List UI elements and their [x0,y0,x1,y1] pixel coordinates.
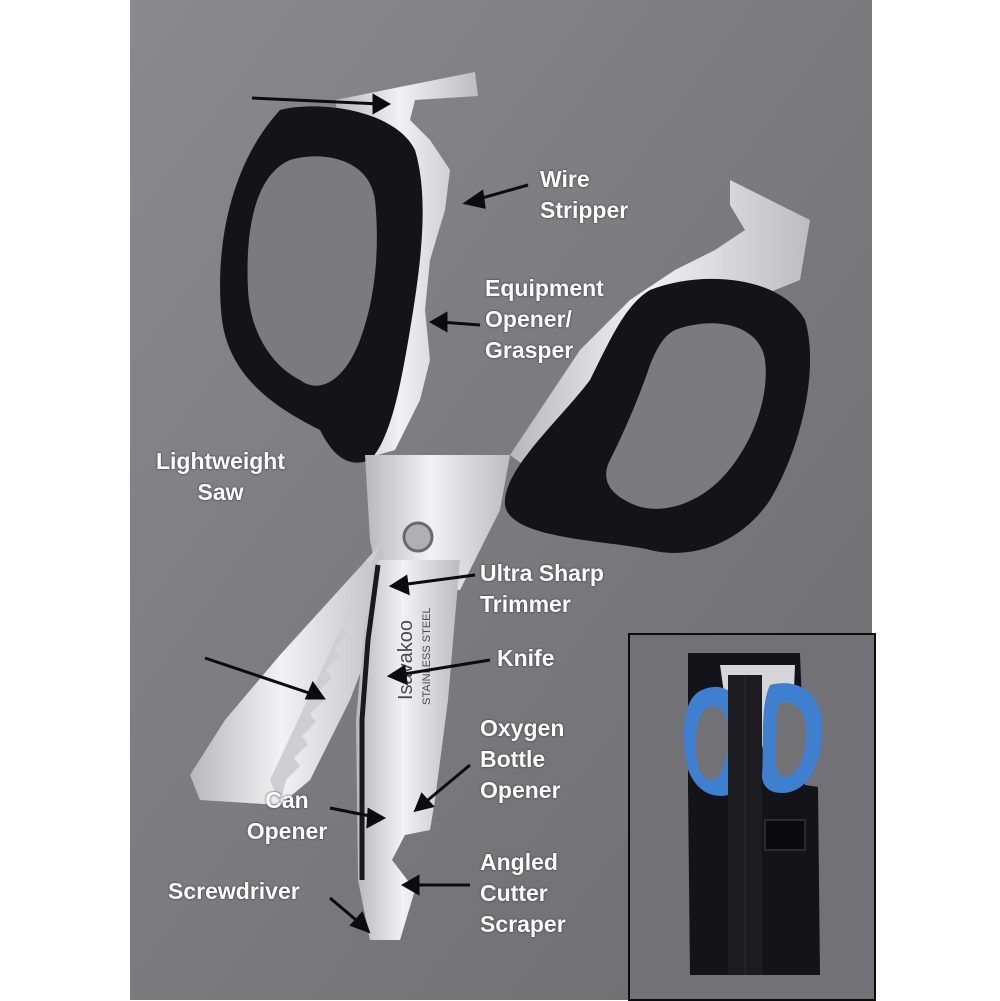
pivot-plate [365,455,510,590]
label-can-opener: Can Opener [246,787,328,844]
engraving-material: STAINLESS STEEL [421,607,433,705]
pointer-arrows [204,93,529,934]
engraving-brand: Isavakoo [395,620,417,700]
inset-right-handle-hole [775,702,807,777]
saw-teeth [270,545,380,805]
right-handle-hole [606,323,766,509]
label-knife: Knife [497,645,555,671]
label-lightweight-saw: Lightweight Saw [155,448,286,505]
label-wire-stripper: Wire Stripper [540,166,629,223]
label-angled-cutter-scraper: Angled Cutter Scraper [480,849,566,937]
label-equipment-opener: Equipment Opener/ Grasper [485,275,604,363]
label-screwdriver: Screwdriver [168,878,300,904]
holster-velcro-patch [764,819,806,851]
product-photo: Isavakoo STAINLESS STEEL [130,0,872,1000]
inset-holster-photo [628,633,876,1001]
inset-left-handle-hole [696,706,728,780]
pivot-screw [402,521,434,553]
label-ultra-sharp-trimmer: Ultra Sharp Trimmer [480,560,604,617]
knife-edge [359,564,381,880]
saw-blade [190,545,392,805]
left-handle-hole [247,156,377,386]
label-oxygen-bottle-opener: Oxygen Bottle Opener [480,715,565,803]
knife-blade [356,560,460,940]
